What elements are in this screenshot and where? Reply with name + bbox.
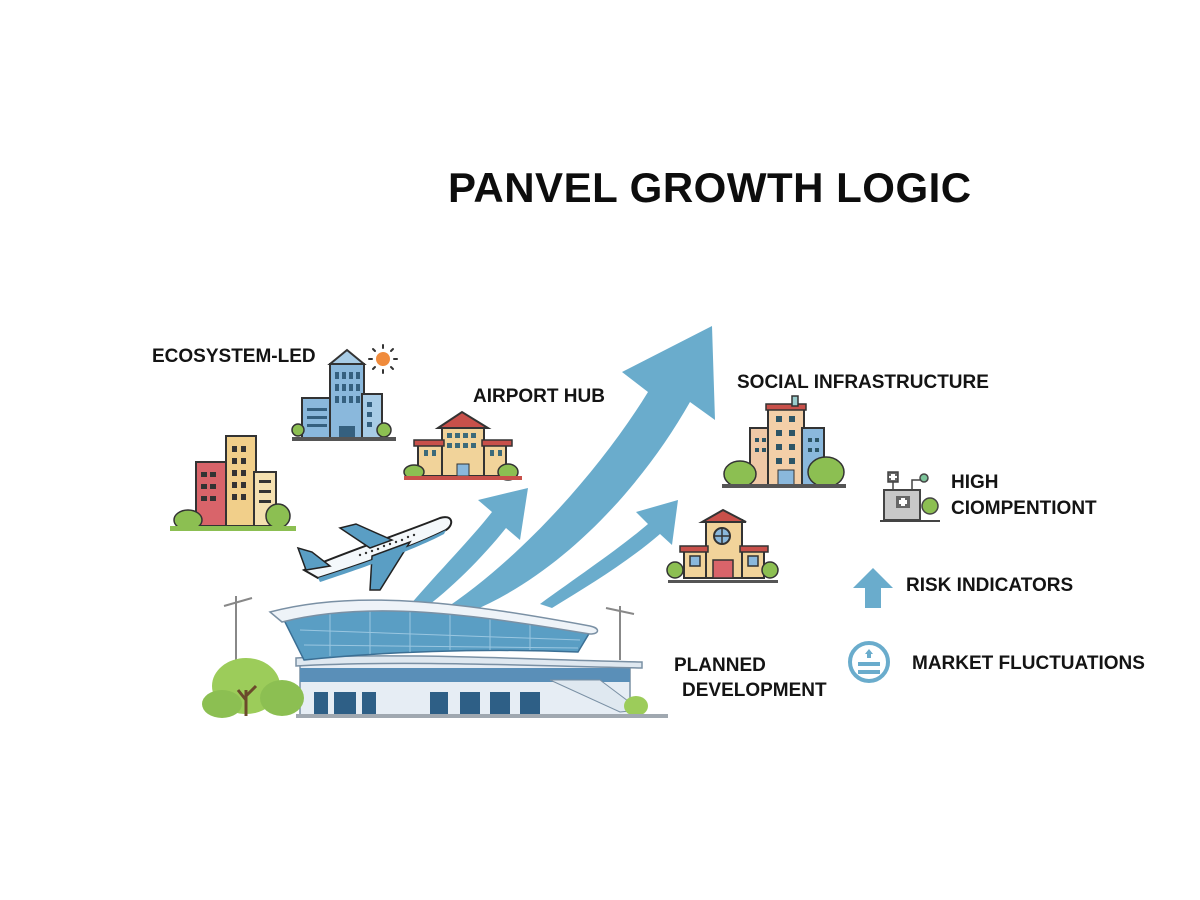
social-building-icon xyxy=(722,395,846,488)
label-planned-line2: DEVELOPMENT xyxy=(682,680,827,701)
apartment-buildings-icon xyxy=(170,435,296,531)
label-risk-indicators: RISK INDICATORS xyxy=(906,575,1074,596)
label-airport-hub: AIRPORT HUB xyxy=(473,386,605,407)
office-tower-icon xyxy=(291,348,396,441)
label-market-fluctuations: MARKET FLUCTUATIONS xyxy=(912,653,1145,674)
circle-equal-icon xyxy=(848,641,890,683)
label-planned-line1: PLANNED xyxy=(674,655,766,676)
airplane-icon xyxy=(296,516,453,591)
label-high-competition-line1: HIGH xyxy=(951,472,999,493)
label-social-infrastructure: SOCIAL INFRASTRUCTURE xyxy=(737,372,989,393)
label-ecosystem-led: ECOSYSTEM-LED xyxy=(152,346,316,367)
hotel-building-icon xyxy=(403,410,522,481)
school-building-icon xyxy=(666,508,779,583)
hospital-icon xyxy=(880,471,940,522)
label-high-competition-line2: CIOMPENTIONT xyxy=(951,498,1097,519)
sun-icon xyxy=(368,344,398,374)
airport-terminal-icon xyxy=(202,596,668,718)
up-arrow-icon xyxy=(853,568,893,608)
growth-arrow-icon xyxy=(410,326,715,612)
page-title: PANVEL GROWTH LOGIC xyxy=(448,164,972,211)
